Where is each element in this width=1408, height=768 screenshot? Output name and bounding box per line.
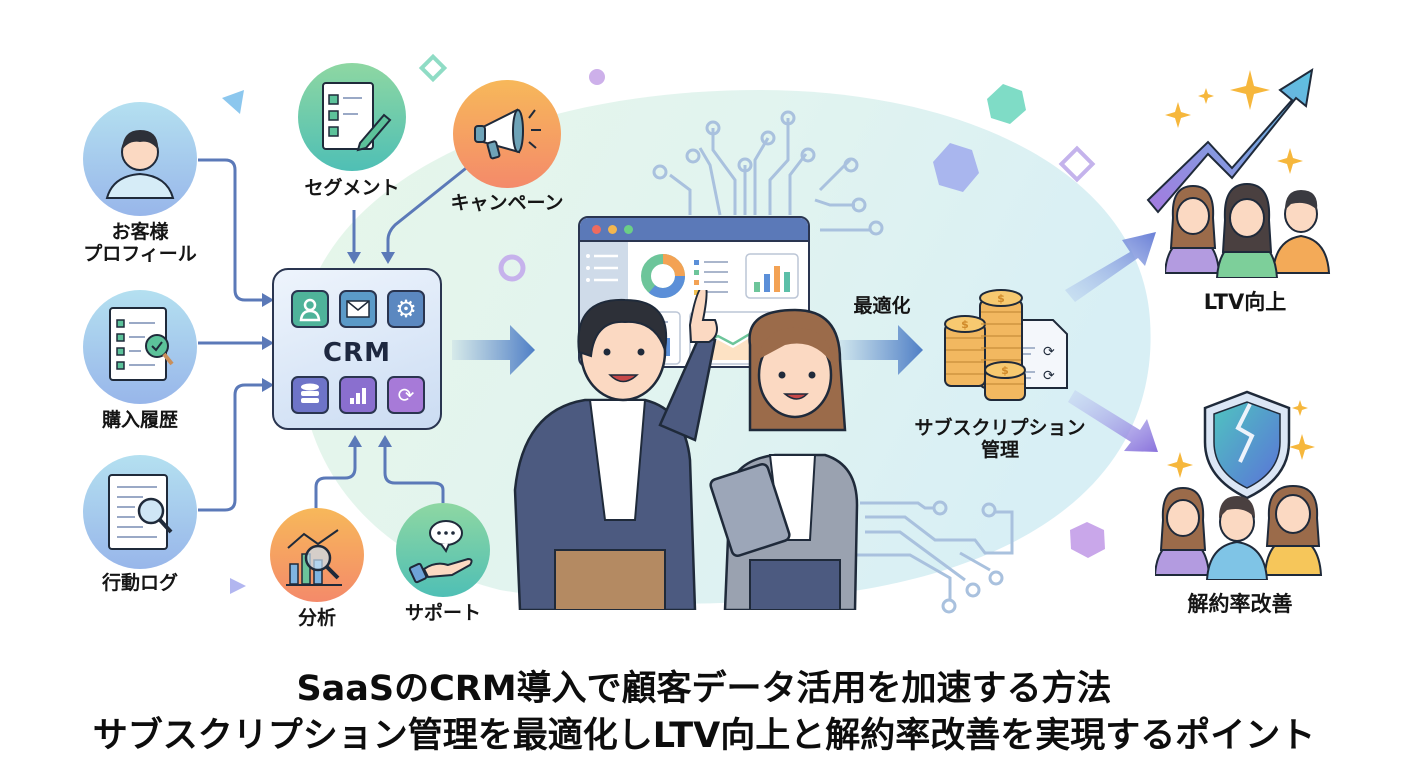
behavior-log-icon: [108, 474, 173, 550]
arrow-to-subscription: [838, 325, 923, 375]
megaphone-icon: [474, 108, 541, 160]
churn-label: 解約率改善: [1187, 592, 1293, 616]
page-title-line1: SaaSのCRM導入で顧客データ活用を加速する方法: [296, 669, 1112, 709]
purchase-circle: [83, 290, 197, 404]
purchase-label: 購入履歴: [101, 409, 178, 431]
arrow-to-ltv: [1065, 232, 1156, 302]
shield-icon: [1167, 390, 1315, 500]
arrow-to-churn: [1068, 390, 1158, 452]
behavior-label: 行動ログ: [101, 572, 178, 594]
checklist-icon: [322, 82, 392, 152]
page-title-line2: サブスクリプション管理を最適化しLTV向上と解約率改善を実現するポイント: [92, 716, 1316, 756]
svg-text:$: $: [997, 292, 1005, 305]
sync-icon: ⟳: [387, 376, 425, 414]
rising-arrow-icon: [1146, 67, 1314, 214]
campaign-label: キャンペーン: [450, 192, 564, 214]
user-icon: [291, 290, 329, 328]
behavior-circle: [83, 455, 197, 569]
gear-icon: ⚙: [387, 290, 425, 328]
subscription-label: サブスクリプション 管理: [914, 417, 1086, 461]
crm-label: CRM: [323, 338, 391, 368]
mail-icon: [339, 290, 377, 328]
svg-text:⟳: ⟳: [1043, 368, 1055, 384]
arrow-to-center: [452, 325, 535, 375]
analytics-icon: [286, 529, 342, 586]
profile-circle: [83, 102, 197, 216]
triangle-shape: [222, 90, 244, 114]
crm-hub: ⚙ CRM ⟳: [272, 268, 442, 430]
database-icon: [291, 376, 329, 414]
happy-customers-group-churn: [1155, 484, 1323, 580]
svg-text:$: $: [961, 318, 969, 331]
coins-and-invoice-icon: ⟳ ⟳ $ $ $: [944, 289, 1068, 401]
segment-circle: [298, 63, 406, 171]
purchase-history-icon: [109, 307, 174, 381]
user-profile-icon: [105, 130, 175, 199]
two-people-reviewing-dashboard: [513, 290, 859, 610]
analysis-label: 分析: [297, 607, 336, 629]
support-hand-icon: [408, 520, 473, 584]
campaign-circle: [453, 80, 561, 188]
segment-label: セグメント: [304, 177, 400, 199]
svg-text:⟳: ⟳: [1043, 344, 1055, 360]
svg-text:$: $: [1001, 364, 1009, 377]
support-circle: [396, 503, 490, 597]
optimize-label: 最適化: [853, 295, 911, 317]
profile-label: お客様 プロフィール: [83, 221, 197, 265]
analysis-circle: [270, 508, 364, 602]
ltv-label: LTV向上: [1203, 290, 1287, 314]
support-label: サポート: [404, 602, 481, 624]
happy-customers-group-ltv: [1165, 182, 1331, 278]
bar-chart-icon: [339, 376, 377, 414]
